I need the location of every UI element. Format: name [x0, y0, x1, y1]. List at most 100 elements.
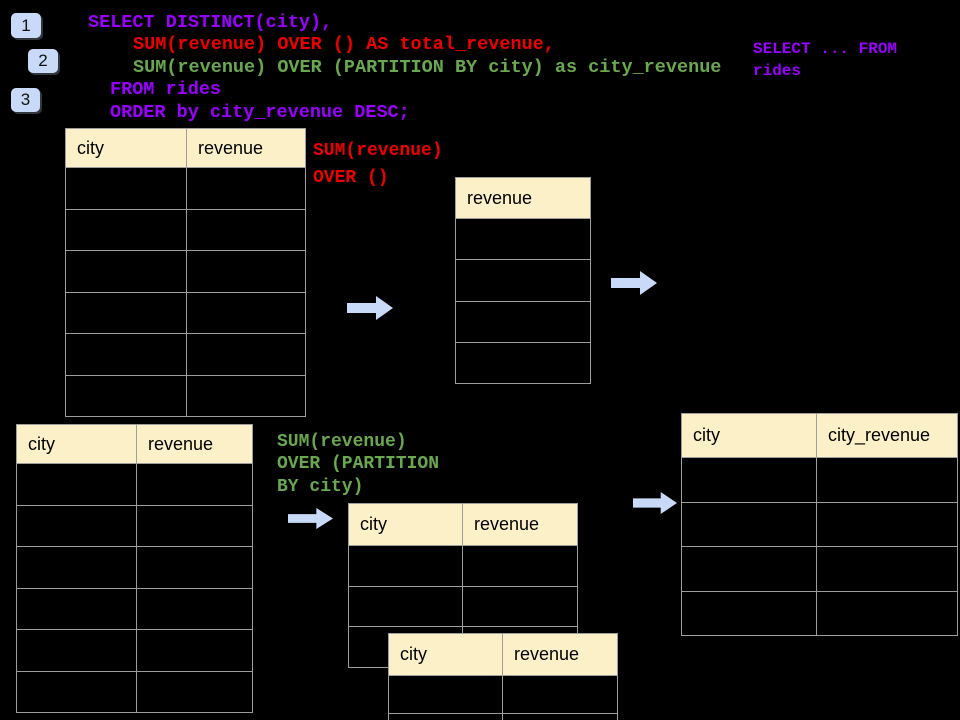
table-row — [65, 291, 306, 334]
code-line: SUM(revenue) — [313, 141, 443, 161]
flow-arrow-icon — [288, 508, 333, 529]
table-row — [16, 629, 253, 672]
column-header-city: city — [16, 424, 137, 464]
table-cell — [136, 629, 253, 672]
step-badge-1: 1 — [11, 13, 41, 38]
code-line: SELECT DISTINCT(city), — [88, 12, 333, 33]
table-cell — [16, 629, 137, 672]
code-line: ORDER by city_revenue DESC; — [110, 101, 410, 123]
table-cell — [65, 167, 187, 210]
table-cell — [388, 675, 503, 714]
table-row — [455, 217, 591, 261]
table-row — [16, 504, 253, 547]
table-cell — [186, 374, 306, 417]
table-cell — [65, 291, 187, 334]
table-row — [65, 333, 306, 376]
table-cell — [502, 713, 618, 720]
table-partition-overlay: city revenue — [388, 633, 618, 720]
table-cell — [816, 590, 958, 636]
table-cell — [186, 333, 306, 376]
total-revenue-annotation: SUM(revenue) OVER () — [313, 138, 443, 192]
code-line: FROM rides — [110, 79, 222, 101]
table-cell — [681, 546, 817, 592]
column-header-revenue: revenue — [136, 424, 253, 464]
column-header-revenue: revenue — [502, 633, 618, 676]
table-cell — [681, 590, 817, 636]
column-header-city: city — [348, 503, 463, 546]
table-cell — [16, 463, 137, 506]
table-row — [455, 259, 591, 302]
table-cell — [455, 341, 591, 385]
table-row — [348, 545, 578, 587]
table-row — [348, 585, 578, 628]
column-header-revenue: revenue — [462, 503, 578, 546]
table-row — [65, 167, 306, 210]
table-cell — [462, 585, 578, 628]
table-row — [681, 590, 958, 636]
column-header-city: city — [65, 128, 187, 168]
table-cell — [16, 670, 137, 713]
table-row — [16, 463, 253, 506]
code-line: SELECT ... FROM — [753, 40, 898, 58]
table-cell — [388, 713, 503, 720]
table-cell — [65, 374, 187, 417]
flow-arrow-icon — [347, 296, 393, 320]
step-badge-label: 1 — [21, 15, 31, 35]
column-header-city-revenue: city_revenue — [816, 413, 958, 458]
table-row — [16, 587, 253, 630]
table-cell — [681, 457, 817, 503]
table-cell — [816, 546, 958, 592]
sql-query-code: SELECT DISTINCT(city),SUM(revenue) OVER … — [88, 12, 721, 124]
table-total-revenue-result: revenue — [455, 177, 591, 385]
table-cell — [455, 217, 591, 261]
code-line: SUM(revenue) — [277, 432, 407, 452]
table-rides-source-bottom: city revenue — [16, 424, 253, 713]
step-badge-label: 3 — [20, 90, 31, 109]
table-cell — [348, 585, 463, 628]
table-cell — [65, 208, 187, 251]
table-cell — [186, 208, 306, 251]
column-header-city: city — [681, 413, 817, 458]
table-cell — [16, 587, 137, 630]
table-cell — [136, 463, 253, 506]
table-city-revenue-result: city city_revenue — [681, 413, 958, 636]
table-cell — [462, 545, 578, 587]
table-cell — [816, 457, 958, 503]
table-row — [16, 546, 253, 589]
code-line: OVER (PARTITION — [277, 454, 440, 475]
step-badge-2: 2 — [28, 49, 58, 73]
table-cell — [186, 291, 306, 334]
flow-arrow-icon — [611, 271, 657, 295]
table-cell — [455, 300, 591, 343]
table-cell — [136, 504, 253, 547]
table-cell — [16, 546, 137, 589]
table-row — [65, 374, 306, 417]
table-cell — [136, 546, 253, 589]
table-cell — [136, 587, 253, 630]
code-line: rides — [753, 62, 802, 80]
table-row — [388, 675, 618, 714]
table-row — [681, 546, 958, 592]
table-row — [455, 341, 591, 385]
table-row — [65, 208, 306, 251]
table-cell — [65, 333, 187, 376]
table-cell — [65, 250, 187, 293]
table-row — [681, 501, 958, 547]
column-header-revenue: revenue — [455, 177, 591, 219]
code-line: OVER () — [313, 168, 389, 188]
table-cell — [16, 504, 137, 547]
column-header-revenue: revenue — [186, 128, 306, 168]
table-cell — [502, 675, 618, 714]
table-cell — [455, 259, 591, 302]
table-cell — [136, 670, 253, 713]
table-row — [455, 300, 591, 343]
step-badge-3: 3 — [11, 88, 40, 112]
table-cell — [348, 545, 463, 587]
code-line: SUM(revenue) OVER () AS total_revenue, — [133, 34, 555, 56]
table-row — [16, 670, 253, 713]
step-badge-label: 2 — [38, 51, 48, 70]
table-row — [388, 713, 618, 720]
table-row — [65, 250, 306, 293]
table-cell — [186, 250, 306, 293]
